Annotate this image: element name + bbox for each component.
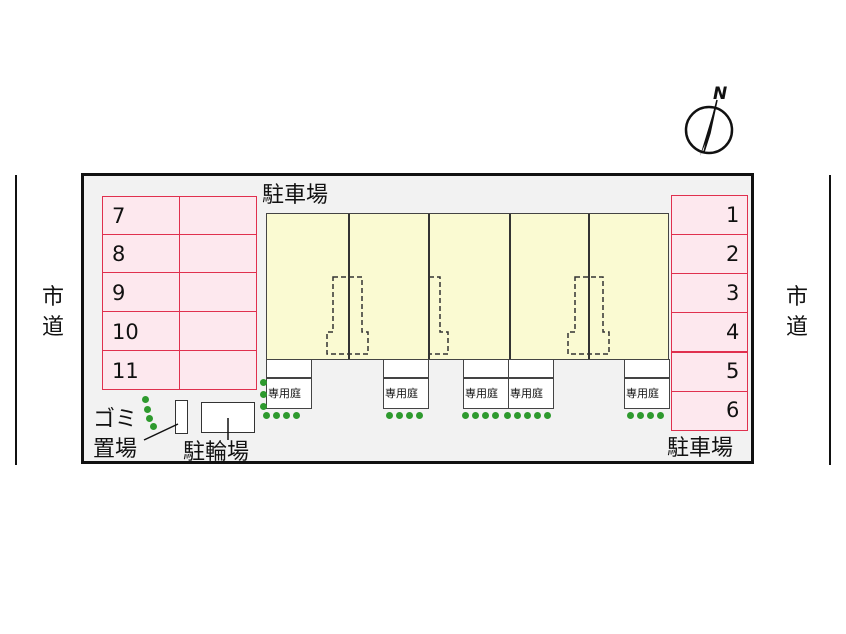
hedge-dot [462,412,469,419]
hedge-dot [144,406,151,413]
slot-number: 8 [112,242,126,266]
garden-divider [464,377,508,379]
hedge-dot [514,412,521,419]
garden-divider [384,377,428,379]
parking-slot [179,196,257,235]
hedge-dot [263,412,270,419]
parking-slot [102,272,180,312]
slot-number: 10 [112,320,139,344]
slot-number: 5 [726,359,740,383]
slot-number: 2 [726,242,740,266]
hedge-dot [260,391,267,398]
hedge-dot [150,423,157,430]
slot-number: 1 [726,203,740,227]
road-left-edge [15,175,17,465]
private-garden: 専用庭 [463,359,509,409]
slot-number: 4 [726,320,740,344]
hedge-dot [482,412,489,419]
garden-divider [509,377,553,379]
road-label-left: 市道 [41,285,64,340]
slot-number: 7 [112,204,126,228]
hedge-dot [293,412,300,419]
hedge-dot [416,412,423,419]
private-garden: 専用庭 [508,359,554,409]
hedge-dot [524,412,531,419]
garden-label: 専用庭 [510,387,543,400]
parking-slot [179,234,257,273]
slot-number: 11 [112,359,139,383]
parking-slot [671,312,748,352]
hedge-dot [627,412,634,419]
hedge-dot [534,412,541,419]
road-label-right: 市道 [785,285,808,340]
private-garden: 専用庭 [624,359,670,409]
parking-label-bottom: 駐車場 [667,436,734,461]
garden-label: 専用庭 [626,387,659,400]
slot-number: 6 [726,398,740,422]
hedge-dot [657,412,664,419]
hedge-dot [283,412,290,419]
hedge-dot [396,412,403,419]
unit-divider [348,214,350,359]
private-garden: 専用庭 [266,359,312,409]
north-compass: N [678,84,740,158]
garden-divider [267,377,311,379]
hedge-dot [647,412,654,419]
hedge-dot [504,412,511,419]
garden-divider [625,377,669,379]
hedge-dot [273,412,280,419]
parking-right: 1 2 3 4 5 6 [671,195,748,431]
parking-left: 7 8 9 10 11 [102,196,257,390]
unit-divider [588,214,590,359]
hedge-dot [260,403,267,410]
slot-number: 3 [726,281,740,305]
compass-icon [684,99,734,156]
parking-slot [179,350,257,390]
hedge-dot [142,396,149,403]
garbage-label-line1: ゴミ [93,407,138,432]
hedge-dot [637,412,644,419]
hedge-dot [406,412,413,419]
parking-slot [102,234,180,273]
parking-slot [671,391,748,431]
unit-divider [509,214,511,359]
parking-label-top: 駐車場 [262,183,329,208]
garden-label: 専用庭 [268,387,301,400]
slot-number: 9 [112,281,126,305]
garden-label: 専用庭 [385,387,418,400]
hedge-dot [544,412,551,419]
garden-label: 専用庭 [465,387,498,400]
garbage-enclosure [175,400,188,434]
unit-divider [428,214,430,359]
hedge-dot [492,412,499,419]
hedge-dot [386,412,393,419]
private-garden: 専用庭 [383,359,429,409]
road-right-edge [829,175,831,465]
hedge-dot [260,379,267,386]
parking-slot [102,311,180,351]
north-label: N [713,84,728,104]
hedge-dot [146,415,153,422]
bicycle-parking-label: 駐輪場 [183,440,250,465]
hedge-dot [472,412,479,419]
parking-slot [671,195,748,235]
garbage-label-line2: 置場 [93,437,138,462]
